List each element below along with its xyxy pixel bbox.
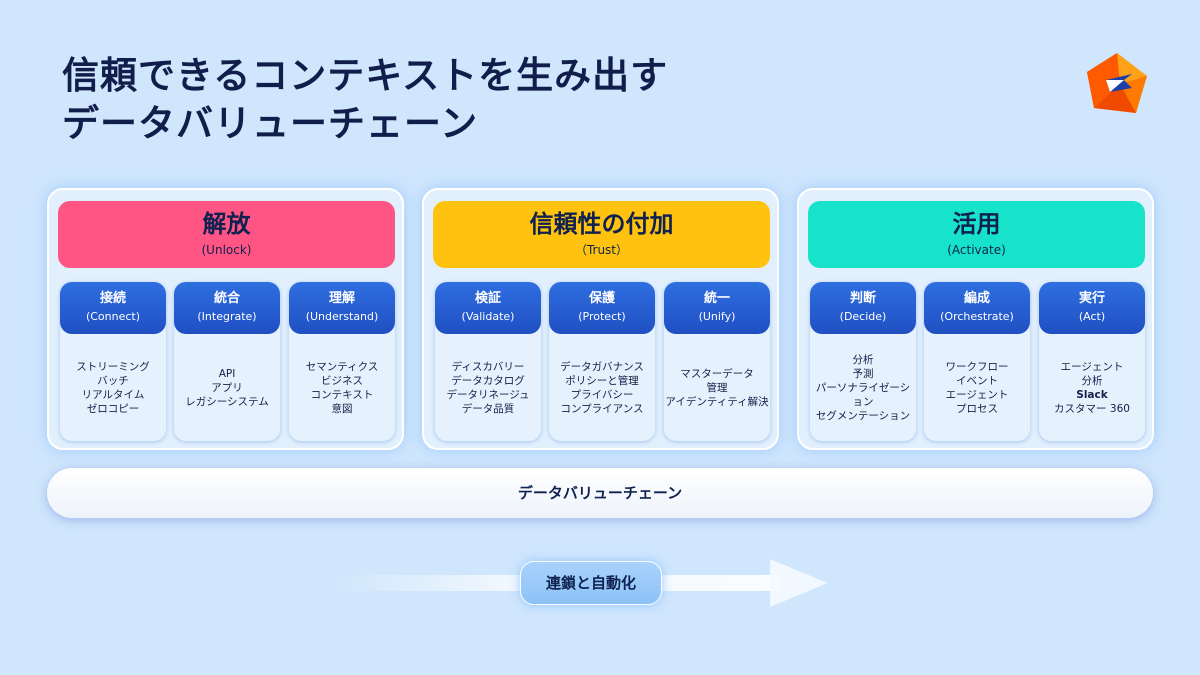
card-act: 実行 (Act) エージェント 分析 Slack カスタマー 360 (1039, 282, 1145, 441)
card-item: レガシーシステム (185, 395, 269, 408)
card-item: エージェント (945, 388, 1009, 401)
card-title: 編成 (963, 291, 990, 306)
card-header: 統合 (Integrate) (174, 282, 280, 334)
card-items: ワークフロー イベント エージェント プロセス (924, 334, 1030, 441)
card-item: データガバナンス (560, 360, 644, 373)
card-items: ストリーミング バッチ リアルタイム ゼロコピー (60, 334, 166, 441)
stage-header-trust: 信頼性の付加 （Trust） (433, 201, 770, 268)
card-subtitle: (Integrate) (197, 310, 257, 323)
card-item: ポリシーと管理 (565, 374, 639, 387)
card-items: API アプリ レガシーシステム (174, 334, 280, 441)
card-header: 検証 (Validate) (435, 282, 541, 334)
card-item: セマンティクス (305, 360, 379, 373)
card-subtitle: (Act) (1078, 310, 1106, 323)
flow-label: 連鎖と自動化 (520, 561, 662, 605)
card-item: プロセス (956, 402, 998, 415)
card-item: ビジネス (321, 374, 363, 387)
card-unify: 統一 (Unify) マスターデータ 管理 アイデンティティ解決 (664, 282, 770, 441)
card-item: ョン (852, 395, 874, 408)
card-items: 分析 予測 パーソナライゼーシ ョン セグメンテーション (810, 334, 916, 441)
card-understand: 理解 (Understand) セマンティクス ビジネス コンテキスト 意図 (289, 282, 395, 441)
card-subtitle: (Decide) (839, 310, 887, 323)
card-item: Slack (1076, 388, 1108, 401)
stage-panel-trust: 信頼性の付加 （Trust） 検証 (Validate) ディスカバリー データ… (422, 188, 779, 450)
card-header: 統一 (Unify) (664, 282, 770, 334)
card-item: アイデンティティ解決 (665, 395, 769, 408)
page-title-line1: 信頼できるコンテキストを生み出す (62, 54, 669, 97)
stage-subtitle: (Unlock) (201, 243, 252, 257)
card-item: 予測 (852, 367, 874, 380)
card-item: セグメンテーション (815, 409, 911, 422)
card-item: データカタログ (451, 374, 525, 387)
page-title: 信頼できるコンテキストを生み出す データバリューチェーン (62, 52, 668, 148)
page-title-line2: データバリューチェーン (62, 102, 479, 145)
card-integrate: 統合 (Integrate) API アプリ レガシーシステム (174, 282, 280, 441)
card-subtitle: (Validate) (461, 310, 515, 323)
card-header: 保護 (Protect) (549, 282, 655, 334)
card-item: パーソナライゼーシ (815, 381, 911, 394)
card-items: エージェント 分析 Slack カスタマー 360 (1039, 334, 1145, 441)
card-item: カスタマー 360 (1054, 402, 1130, 415)
informatica-logo-icon (1087, 53, 1147, 113)
stage-title: 活用 (952, 210, 1001, 238)
card-subtitle: (Protect) (578, 310, 626, 323)
card-title: 理解 (328, 291, 355, 306)
card-item: 意図 (331, 402, 353, 415)
card-items: マスターデータ 管理 アイデンティティ解決 (664, 334, 770, 441)
card-item: コンテキスト (310, 388, 374, 401)
card-title: 統合 (213, 291, 240, 306)
card-item: 分析 (1081, 374, 1103, 387)
card-item: ストリーミング (76, 360, 150, 373)
stage-panel-unlock: 解放 (Unlock) 接続 (Connect) ストリーミング バッチ リアル… (47, 188, 404, 450)
card-header: 理解 (Understand) (289, 282, 395, 334)
card-title: 保護 (588, 291, 615, 306)
stage-title: 解放 (202, 210, 251, 238)
card-items: データガバナンス ポリシーと管理 プライバシー コンプライアンス (549, 334, 655, 441)
card-item: エージェント (1060, 360, 1124, 373)
value-chain-bar: データバリューチェーン (47, 468, 1153, 518)
card-title: 統一 (703, 291, 730, 306)
card-decide: 判断 (Decide) 分析 予測 パーソナライゼーシ ョン セグメンテーション (810, 282, 916, 441)
card-item: コンプライアンス (560, 402, 644, 415)
card-title: 検証 (474, 291, 501, 306)
card-item: リアルタイム (81, 388, 145, 401)
stage-header-unlock: 解放 (Unlock) (58, 201, 395, 268)
card-subtitle: (Orchestrate) (940, 310, 1014, 323)
card-item: データ品質 (461, 402, 515, 415)
card-item: マスターデータ (680, 367, 754, 380)
card-item: ゼロコピー (86, 402, 140, 415)
card-title: 接続 (99, 291, 126, 306)
card-validate: 検証 (Validate) ディスカバリー データカタログ データリネージュ デ… (435, 282, 541, 441)
card-header: 実行 (Act) (1039, 282, 1145, 334)
stage-subtitle: （Trust） (574, 243, 629, 257)
card-item: バッチ (97, 374, 129, 387)
card-header: 判断 (Decide) (810, 282, 916, 334)
card-header: 編成 (Orchestrate) (924, 282, 1030, 334)
card-title: 実行 (1078, 291, 1105, 306)
card-orchestrate: 編成 (Orchestrate) ワークフロー イベント エージェント プロセス (924, 282, 1030, 441)
card-items: ディスカバリー データカタログ データリネージュ データ品質 (435, 334, 541, 441)
card-connect: 接続 (Connect) ストリーミング バッチ リアルタイム ゼロコピー (60, 282, 166, 441)
card-item: データリネージュ (446, 388, 530, 401)
stage-panel-activate: 活用 (Activate) 判断 (Decide) 分析 予測 パーソナライゼー… (797, 188, 1154, 450)
card-header: 接続 (Connect) (60, 282, 166, 334)
card-subtitle: (Connect) (85, 310, 141, 323)
card-item: イベント (956, 374, 998, 387)
stage-subtitle: (Activate) (947, 243, 1006, 257)
card-item: 管理 (706, 381, 728, 394)
stage-title: 信頼性の付加 (529, 210, 674, 238)
card-protect: 保護 (Protect) データガバナンス ポリシーと管理 プライバシー コンプ… (549, 282, 655, 441)
card-item: アプリ (211, 381, 243, 394)
card-subtitle: (Understand) (305, 310, 379, 323)
card-item: ワークフロー (945, 360, 1009, 373)
card-item: API (218, 367, 236, 380)
card-item: 分析 (852, 353, 874, 366)
card-title: 判断 (849, 291, 876, 306)
card-items: セマンティクス ビジネス コンテキスト 意図 (289, 334, 395, 441)
card-item: ディスカバリー (451, 360, 525, 373)
card-item: プライバシー (570, 388, 634, 401)
stage-header-activate: 活用 (Activate) (808, 201, 1145, 268)
card-subtitle: (Unify) (698, 310, 736, 323)
